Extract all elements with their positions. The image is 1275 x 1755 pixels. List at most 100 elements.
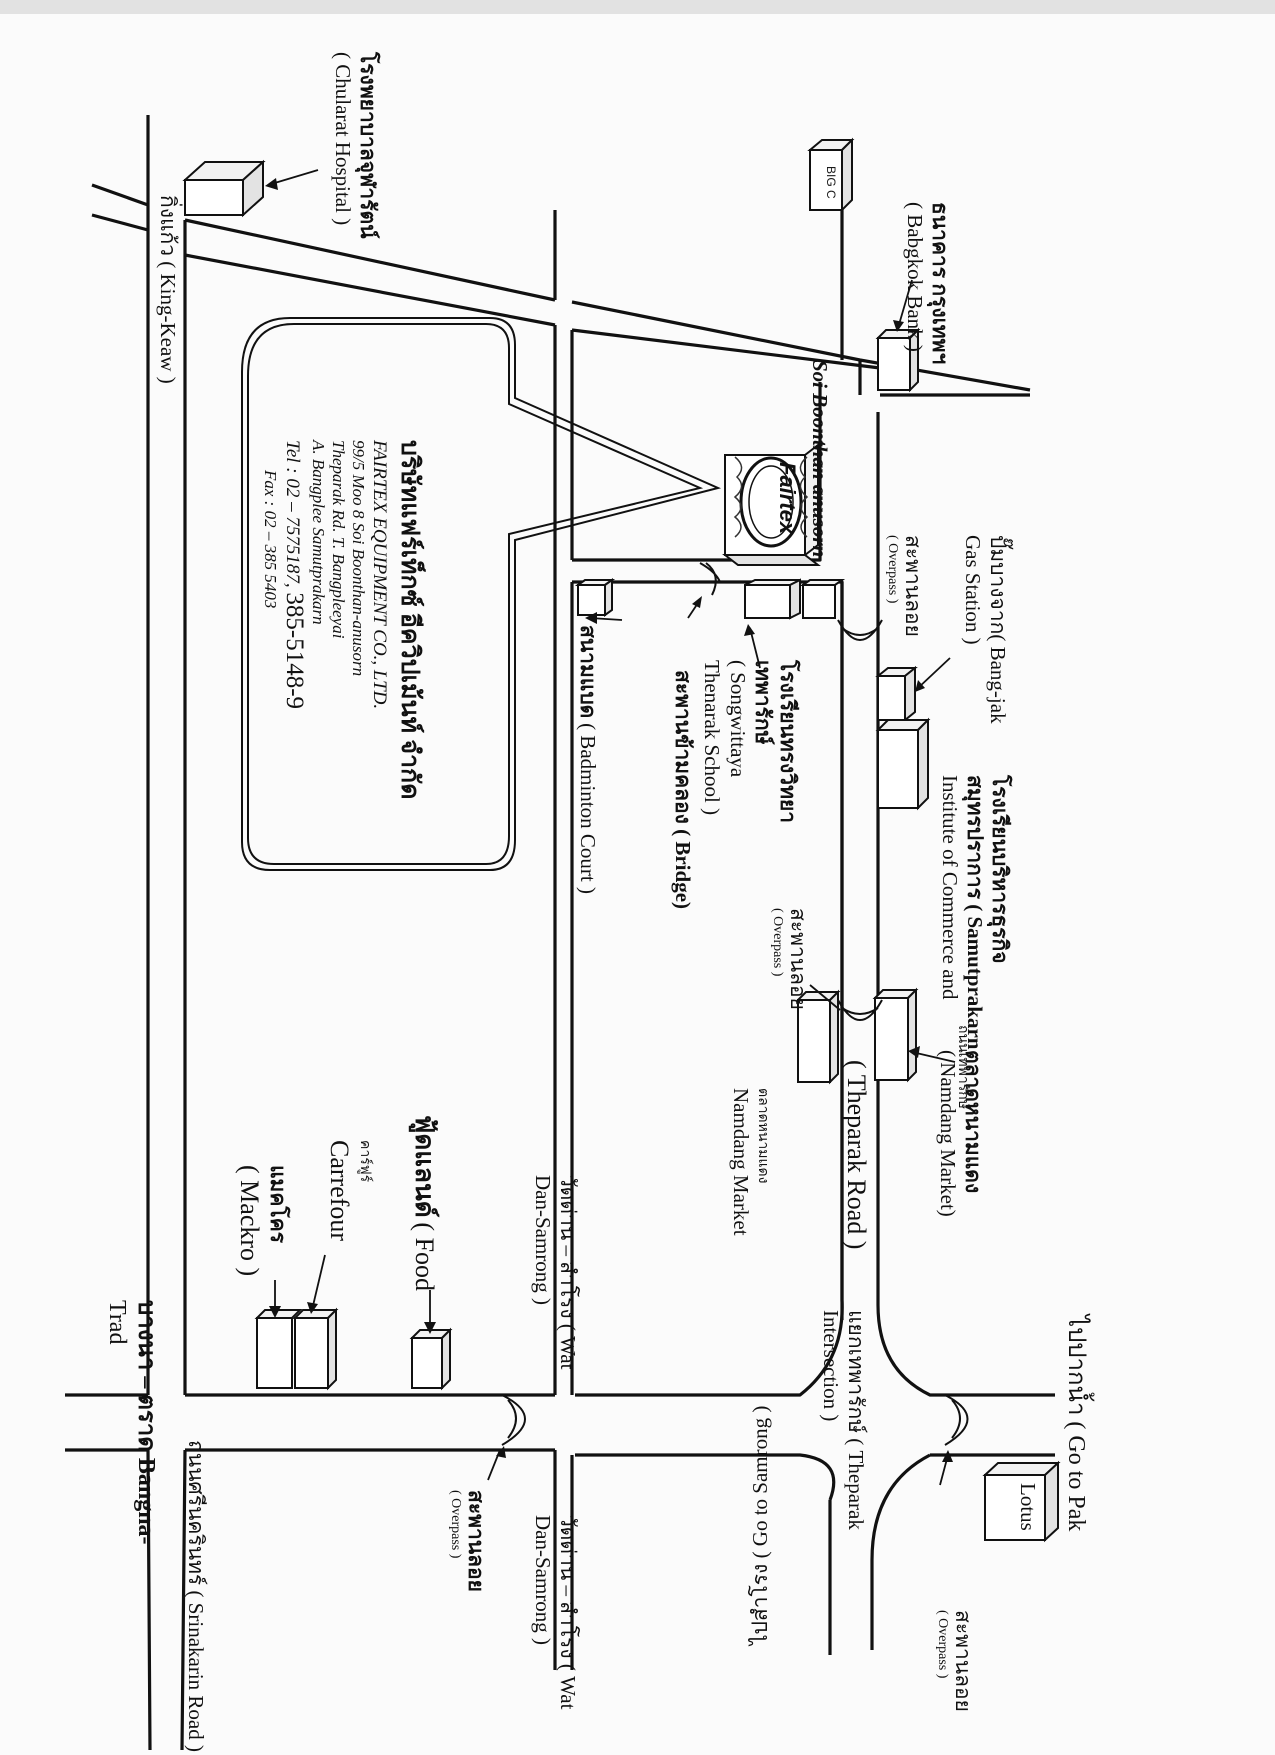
company-callout-inner — [247, 323, 704, 865]
overpass-2-thai: สะพานลอย — [786, 908, 810, 1010]
company-address-line2: Theparak Rd. T. Bangpleeyai — [329, 440, 348, 639]
road-kingkeaw-stub — [91, 183, 149, 232]
foodland-building — [409, 1327, 453, 1391]
foodland-english: ( Food — [410, 1222, 439, 1292]
road-left-outer — [146, 115, 152, 1751]
makro-english: ( Mackro ) — [234, 1165, 264, 1277]
intersection-label: แยกเทพารักษ์ ( Theparak Intersection ) — [818, 1310, 868, 1530]
bridge-icon — [699, 562, 721, 596]
theparak-road-en: ( Theparak Road ) — [842, 1060, 871, 1250]
bigc-building — [807, 137, 855, 213]
samutprakarn-thai-2: สมุทรปราการ ( Samutprakarn — [962, 775, 987, 1050]
overpass-4-english: ( Overpass ) — [447, 1490, 463, 1559]
bangna-line2: Trad — [104, 1300, 131, 1345]
company-phone-label: Tel : 02 – 7575187, — [282, 440, 303, 588]
namdang-1-thai: ตลาดหนามแดง — [961, 1050, 985, 1194]
songwittaya-english-1: ( Songwittaya — [725, 660, 750, 778]
carrefour-english: Carrefour — [325, 1140, 355, 1242]
badminton-label: สนามแบด ( Badminton Court ) — [574, 625, 600, 894]
overpass-label-1: สะพานลอย ( Overpass ) — [883, 535, 925, 637]
company-address-line1: 99/5 Moo 8 Soi Boonthan-anusorn — [349, 440, 368, 677]
carrefour-label: คาร์ฟูร์ Carrefour — [324, 1140, 372, 1241]
gas-station-label: ปั๊มบางจาก( Bang-jak Gas Station ) — [960, 535, 1010, 724]
foodland-label: ฟู้ดแลนด์ ( Food — [409, 1115, 440, 1291]
bigc-label: BIG C — [824, 166, 838, 199]
intersection-english: Intersection ) — [818, 1310, 843, 1422]
wat-dan-label-2: วัดด่าน – สำโรง ( Wat Dan-Samrong ) — [530, 1515, 580, 1709]
samutprakarn-thai-1: โรงเรียนบริหารธุรกิจ — [988, 775, 1012, 964]
badminton-building — [574, 578, 616, 617]
bangkok-bank-english: ( Babgkok Bank ) — [902, 202, 927, 352]
samutprakarn-label: โรงเรียนบริหารธุรกิจ สมุทรปราการ ( Samut… — [936, 775, 1012, 1050]
bangkok-bank-building — [875, 327, 921, 393]
namdang-label-2: ตลาดหนามแดง Namdang Market — [728, 1088, 770, 1236]
badminton-thai: สนามแบด — [576, 625, 600, 719]
chularat-label: โรงพยาบาลจุฬารัตน์ ( Chularat Hospital ) — [330, 52, 380, 238]
carrefour-thai: คาร์ฟูร์ — [357, 1140, 372, 1183]
namdang-2-english: Namdang Market — [729, 1088, 754, 1236]
carrefour-building — [292, 1307, 339, 1391]
chularat-thai: โรงพยาบาลจุฬารัตน์ — [356, 52, 380, 239]
namdang-label-1: ตลาดหนามแดง ( Namdang Market) — [935, 1050, 985, 1217]
namdang-building-left — [795, 989, 841, 1085]
overpass-3-english: ( Overpass ) — [934, 1610, 950, 1679]
overpass-icon-2 — [837, 999, 883, 1021]
company-info: บริษัทแฟร์เท็กซ์ อีควิปเม้นท์ จำกัด FAIR… — [260, 440, 430, 799]
srinakarin-text: ถนนศรีนครินทร์ ( Srinakarin Road ) — [184, 1440, 208, 1752]
intersection-thai: แยกเทพารักษ์ ( Theparak — [844, 1310, 868, 1530]
lotus-label: Lotus — [1016, 1483, 1040, 1531]
songwittaya-building — [744, 578, 846, 620]
overpass-icon-4 — [501, 1394, 526, 1446]
road-diagonal-bottom — [184, 253, 881, 370]
srinakarin-label: ถนนศรีนครินทร์ ( Srinakarin Road ) — [183, 1440, 208, 1752]
go-to-pak-label: ไปปากน้ำ ( Go to Pak — [1063, 1315, 1089, 1532]
company-phone: Tel : 02 – 7575187, 385-5148-9 — [280, 440, 308, 799]
songwittaya-english-2: Thenarak School ) — [700, 660, 725, 816]
overpass-2-english: ( Overpass ) — [769, 908, 785, 977]
makro-label: แมคโคร ( Mackro ) — [234, 1165, 290, 1276]
namdang-1-english: ( Namdang Market) — [935, 1050, 960, 1217]
fairtex-logo — [727, 447, 815, 557]
company-name-thai: บริษัทแฟร์เท็กซ์ อีควิปเม้นท์ จำกัด — [396, 440, 423, 800]
road-theparak-main-left — [575, 582, 844, 1397]
gas-thai: ปั๊มบางจาก( Bang-jak — [986, 535, 1010, 724]
samutprakarn-english: Institute of Commerce and — [937, 775, 962, 1000]
foodland-thai: ฟู้ดแลนด์ — [410, 1115, 439, 1218]
bangkok-bank-thai: ธนาคาร กรุงเทพฯ — [928, 202, 952, 365]
road-go-samrong — [575, 1453, 836, 1655]
namdang-building-right — [872, 987, 919, 1083]
overpass-label-3: สะพานลอย ( Overpass ) — [933, 1610, 975, 1712]
bangna-trad-label: บางนา – ตราด Bangna- Trad — [102, 1300, 160, 1545]
wat-dan-1-thai: วัดด่าน – สำโรง ( Wat — [556, 1175, 580, 1370]
bangna-line1: บางนา – ตราด Bangna- — [133, 1300, 159, 1545]
songwittaya-label: โรงเรียนทรงวิทยา เทพารักษ์ ( Songwittaya… — [699, 660, 800, 823]
bridge-label: สะพานข้ามคลอง ( Bridge) — [671, 670, 695, 910]
wat-dan-label-1: วัดด่าน – สำโรง ( Wat Dan-Samrong ) — [530, 1175, 580, 1369]
company-name-english: FAIRTEX EQUIPMENT CO., LTD. — [369, 440, 390, 710]
company-fax: Fax : 02 – 385 5403 — [261, 470, 280, 609]
pointer-arrows — [265, 169, 956, 1486]
overpass-label-2: สะพานลอย ( Overpass ) — [768, 908, 810, 1010]
road-theparak-main-right — [876, 412, 1055, 1397]
samutprakarn-building — [875, 717, 931, 811]
wat-dan-2-en: Dan-Samrong ) — [530, 1515, 555, 1646]
chularat-english: ( Chularat Hospital ) — [330, 52, 355, 226]
company-phone-extra: 385-5148-9 — [281, 592, 308, 710]
soi-label: Soi Boonthan anusorn — [808, 360, 832, 558]
overpass-icon-1 — [837, 619, 883, 641]
go-to-samrong-label: ไปสำโรง ( Go to Samrong ) — [748, 1405, 772, 1645]
bangkok-bank-label: ธนาคาร กรุงเทพฯ ( Babgkok Bank ) — [902, 202, 952, 364]
lotus-building — [982, 1460, 1061, 1543]
wat-dan-1-en: Dan-Samrong ) — [530, 1175, 555, 1306]
makro-thai: แมคโคร — [266, 1165, 290, 1244]
overpass-icon-3 — [944, 1394, 969, 1446]
company-address-line3: A. Bangplee Samutprakarn — [309, 440, 328, 625]
scan-edge — [0, 0, 1275, 14]
chularat-building — [182, 159, 266, 218]
logo-wordmark: Fairtex — [775, 462, 800, 535]
songwittaya-thai-1: โรงเรียนทรงวิทยา — [776, 660, 800, 824]
gas-station-building — [875, 665, 918, 723]
overpass-3-thai: สะพานลอย — [951, 1610, 975, 1712]
